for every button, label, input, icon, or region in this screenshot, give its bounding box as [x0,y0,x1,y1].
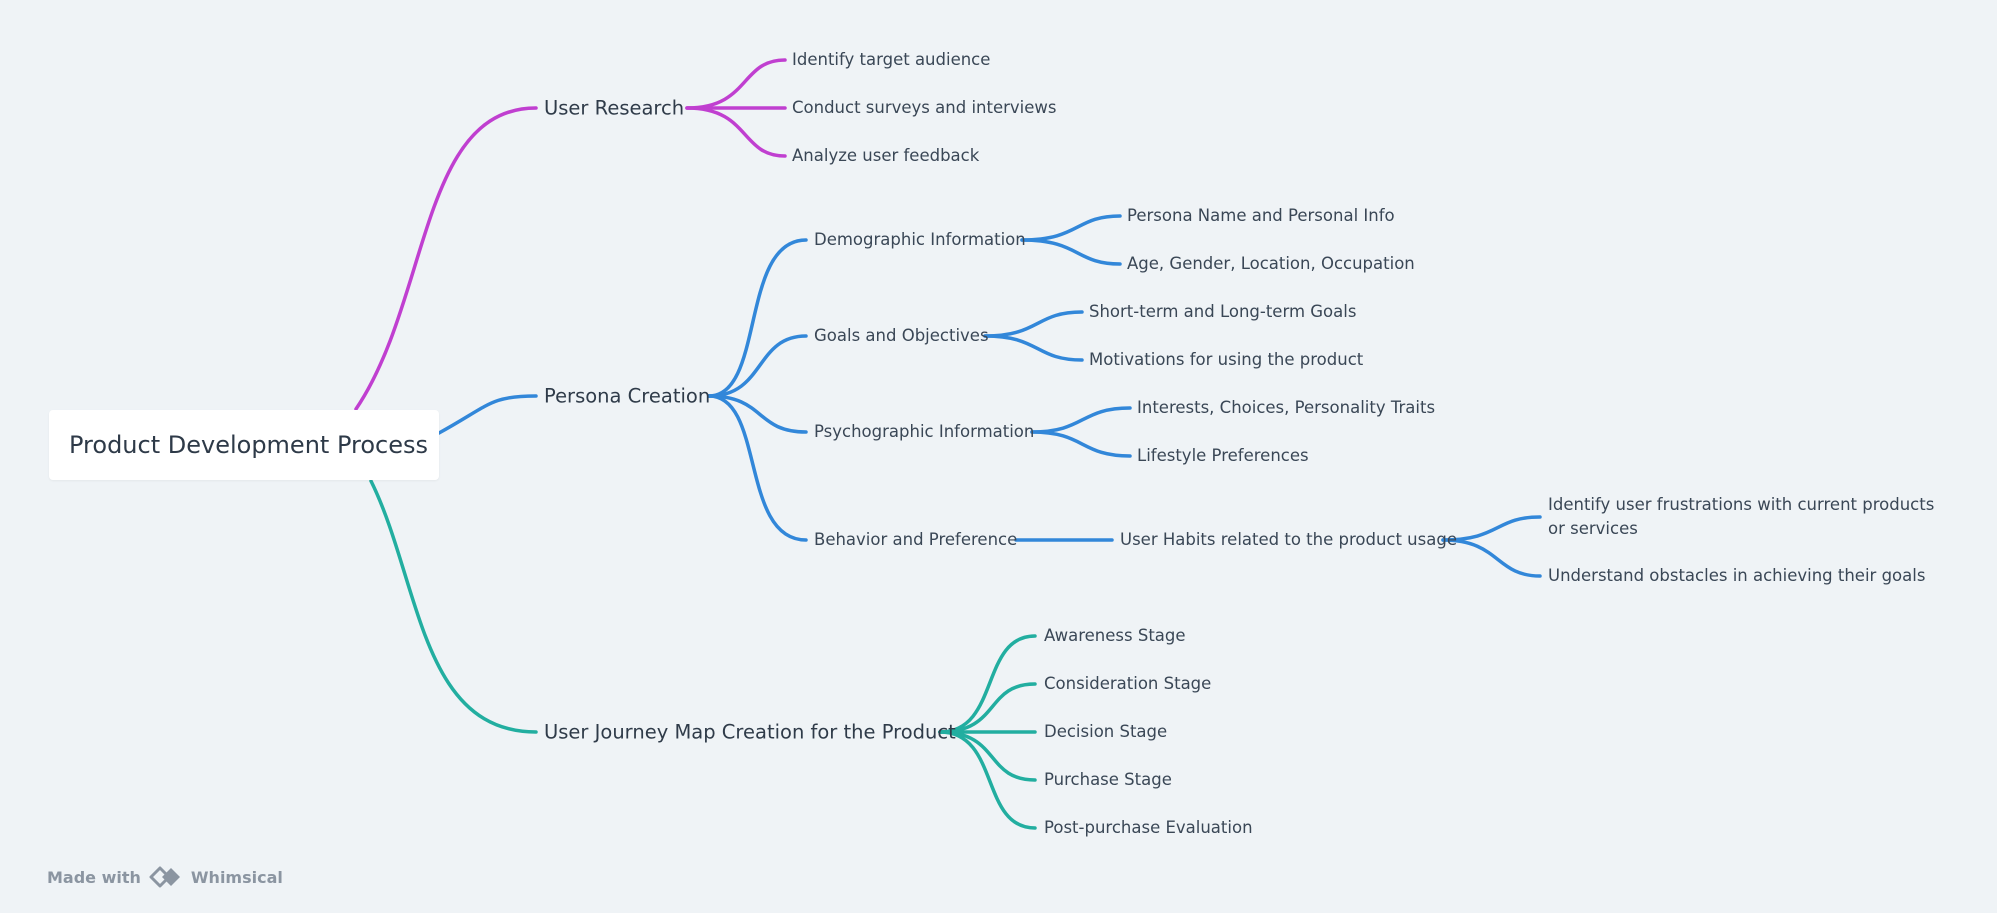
link-persona-2 [707,334,808,398]
made-with-label: Made with [47,867,141,887]
node-demographic-information[interactable]: Demographic Information [814,229,1026,249]
link-demographic-2 [1020,238,1122,266]
root-node[interactable]: Product Development Process [49,410,439,480]
node-persona-creation[interactable]: Persona Creation [544,384,711,408]
node-user-research[interactable]: User Research [544,96,685,120]
link-psychographic-1 [1030,406,1132,434]
link-habits-2 [1441,538,1542,578]
link-root-persona-creation [437,394,538,435]
node-psychographic-information[interactable]: Psychographic Information [814,421,1035,441]
link-journey-2 [938,682,1037,734]
node-age-gender[interactable]: Age, Gender, Location, Occupation [1127,253,1415,273]
made-with-whimsical-badge[interactable]: Made with Whimsical [47,866,283,888]
link-root-user-research [354,106,538,411]
node-post-purchase[interactable]: Post-purchase Evaluation [1044,817,1253,837]
link-root-user-journey [369,479,538,734]
node-conduct-surveys[interactable]: Conduct surveys and interviews [792,97,1057,117]
link-research-1 [685,58,787,110]
node-decision-stage[interactable]: Decision Stage [1044,721,1168,741]
link-persona-1 [707,238,808,398]
node-user-journey-map[interactable]: User Journey Map Creation for the Produc… [544,720,956,744]
link-goals-2 [983,334,1084,362]
node-behavior-preference[interactable]: Behavior and Preference [814,529,1018,549]
link-psychographic-2 [1030,430,1132,458]
link-habits-1 [1441,515,1542,542]
node-awareness-stage[interactable]: Awareness Stage [1044,625,1186,645]
node-understand-obstacles[interactable]: Understand obstacles in achieving their … [1548,565,1926,585]
node-lifestyle[interactable]: Lifestyle Preferences [1137,445,1309,465]
link-goals-1 [983,310,1084,338]
node-identify-target-audience[interactable]: Identify target audience [792,49,991,69]
node-motivations[interactable]: Motivations for using the product [1089,349,1364,369]
node-short-long-goals[interactable]: Short-term and Long-term Goals [1089,301,1357,321]
link-journey-1 [938,634,1037,734]
link-journey-5 [938,730,1037,830]
link-persona-3 [707,394,808,434]
link-demographic-1 [1020,214,1122,242]
link-research-3 [685,106,787,158]
node-identify-frustrations[interactable]: Identify user frustrations with current … [1548,495,1935,538]
node-persona-name[interactable]: Persona Name and Personal Info [1127,205,1395,225]
root-node-label: Product Development Process [69,431,428,459]
node-interests[interactable]: Interests, Choices, Personality Traits [1137,397,1436,417]
whimsical-logo-icon [149,866,183,888]
link-persona-4 [707,394,808,542]
node-goals-objectives[interactable]: Goals and Objectives [814,325,989,345]
whimsical-brand-label: Whimsical [190,867,283,887]
node-analyze-feedback[interactable]: Analyze user feedback [792,145,980,165]
node-consideration-stage[interactable]: Consideration Stage [1044,673,1212,693]
node-purchase-stage[interactable]: Purchase Stage [1044,769,1172,789]
node-user-habits[interactable]: User Habits related to the product usage [1120,529,1457,549]
